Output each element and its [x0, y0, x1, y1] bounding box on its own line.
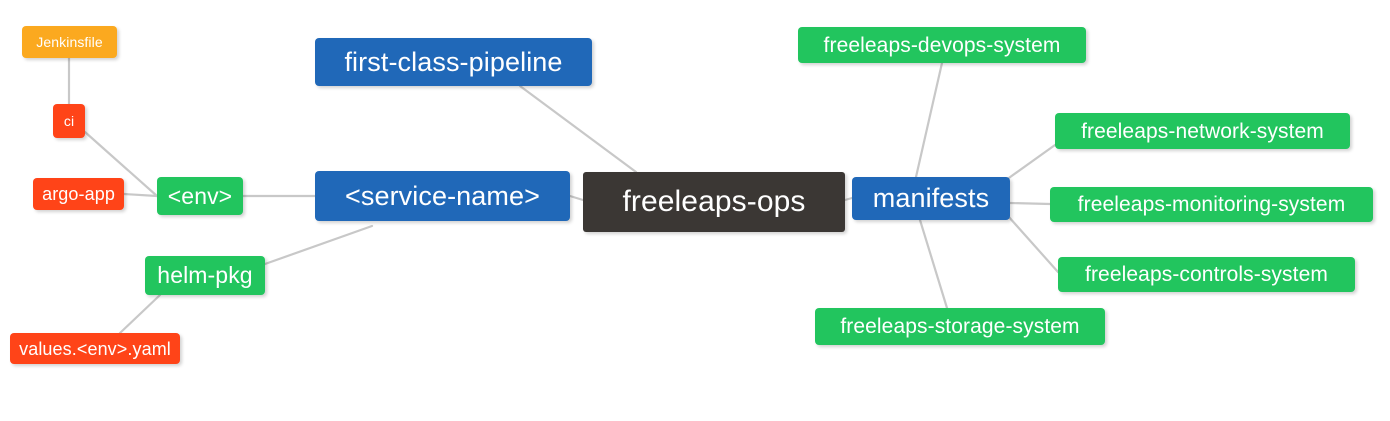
node-first-class-pipeline[interactable]: first-class-pipeline: [315, 38, 592, 86]
node-label: manifests: [872, 183, 990, 213]
edge-firstclasspipeline-root: [518, 84, 638, 174]
node-label: freeleaps-storage-system: [840, 315, 1080, 338]
node-label: argo-app: [42, 184, 115, 204]
edge-manifests-storage: [918, 218, 949, 310]
edge-servicename-root: [568, 194, 585, 202]
node-freeleaps-controls-system[interactable]: freeleaps-controls-system: [1058, 257, 1355, 292]
node-label: freeleaps-ops: [622, 185, 806, 218]
node-service-name[interactable]: <service-name>: [315, 171, 570, 221]
edge-helmpkg-servicename: [263, 224, 374, 266]
node-label: <service-name>: [345, 180, 540, 211]
node-manifests[interactable]: manifests: [852, 177, 1010, 220]
node-label: helm-pkg: [157, 262, 253, 288]
node-label: Jenkinsfile: [36, 34, 103, 50]
node-env[interactable]: <env>: [157, 177, 243, 215]
node-root-freeleaps-ops[interactable]: freeleaps-ops: [583, 172, 845, 232]
node-jenkinsfile[interactable]: Jenkinsfile: [22, 26, 117, 58]
node-label: values.<env>.yaml: [19, 338, 171, 359]
edge-argoapp-env: [122, 192, 159, 198]
node-freeleaps-network-system[interactable]: freeleaps-network-system: [1055, 113, 1350, 149]
edge-manifests-network: [1004, 143, 1057, 182]
edge-manifests-devops: [914, 61, 944, 179]
node-label: freeleaps-devops-system: [823, 33, 1061, 57]
edge-values-helmpkg: [118, 293, 162, 335]
node-label: ci: [63, 113, 75, 129]
node-freeleaps-storage-system[interactable]: freeleaps-storage-system: [815, 308, 1105, 345]
node-freeleaps-devops-system[interactable]: freeleaps-devops-system: [798, 27, 1086, 63]
node-label: first-class-pipeline: [344, 46, 563, 77]
node-values-yaml[interactable]: values.<env>.yaml: [10, 333, 180, 364]
edge-root-manifests: [843, 196, 854, 202]
edge-manifests-monitoring: [1008, 201, 1052, 206]
node-freeleaps-monitoring-system[interactable]: freeleaps-monitoring-system: [1050, 187, 1373, 222]
node-ci[interactable]: ci: [53, 104, 85, 138]
node-label: freeleaps-network-system: [1081, 119, 1324, 143]
node-label: freeleaps-monitoring-system: [1077, 193, 1346, 216]
node-helm-pkg[interactable]: helm-pkg: [145, 256, 265, 295]
node-label: <env>: [167, 182, 233, 209]
node-label: freeleaps-controls-system: [1085, 263, 1328, 286]
node-argo-app[interactable]: argo-app: [33, 178, 124, 210]
edge-manifests-controls: [1006, 214, 1060, 274]
